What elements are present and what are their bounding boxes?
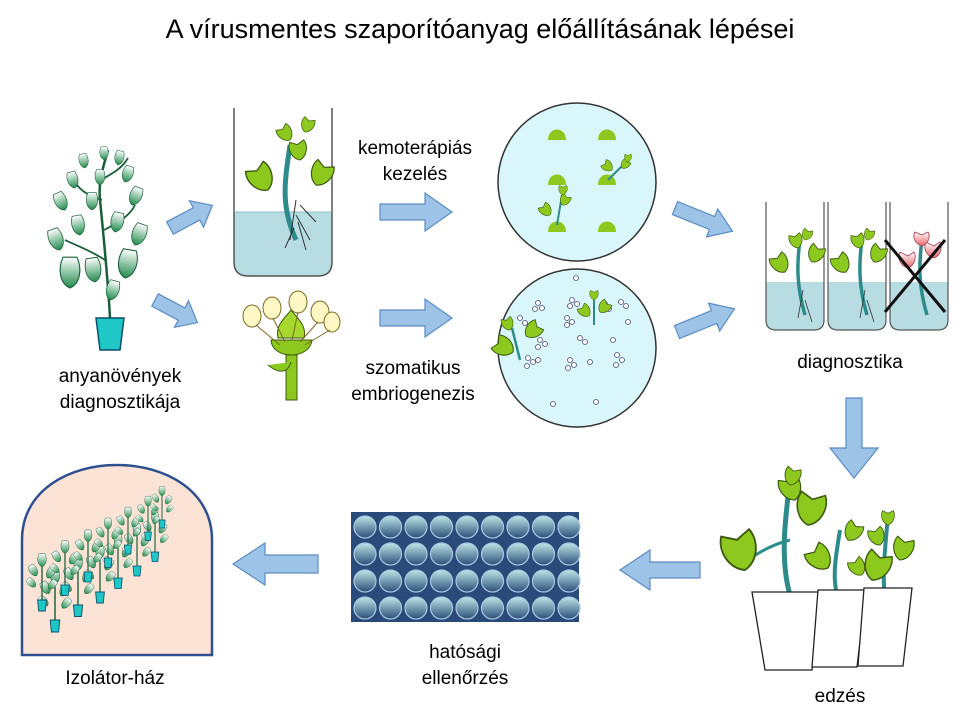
diagnostics-label: diagnosztika xyxy=(797,352,903,373)
well xyxy=(429,542,454,566)
somatic-label-line2: embriogenezis xyxy=(351,384,475,405)
well xyxy=(353,542,377,566)
well xyxy=(404,542,428,566)
well xyxy=(455,542,479,566)
well xyxy=(429,569,454,593)
well xyxy=(506,569,530,593)
well xyxy=(531,596,556,620)
hardening-label: edzés xyxy=(814,686,866,707)
somatic-label-line1: szomatikus xyxy=(365,358,461,379)
well xyxy=(557,542,581,566)
well xyxy=(531,569,556,593)
arrow-to-test-tube xyxy=(165,199,214,235)
page-title: A vírusmentes szaporítóanyag előállításá… xyxy=(165,14,795,44)
well xyxy=(353,569,377,593)
test-tube-icon xyxy=(765,202,828,331)
pot-icon xyxy=(95,317,125,351)
hardening-plants xyxy=(717,465,917,671)
chemotherapy-label: kemoterápiás kezelés xyxy=(335,136,495,188)
mother-plant-label: anyanövények diagnosztikája xyxy=(30,364,210,416)
isolator-label: Izolátor-ház xyxy=(65,668,165,689)
mother-plant-icon xyxy=(45,146,150,351)
official-control-label: hatósági ellenőrzés xyxy=(390,640,540,692)
well xyxy=(531,542,556,566)
arrow-to-flower xyxy=(150,293,199,329)
well xyxy=(557,569,581,593)
arrow-down xyxy=(828,397,880,479)
arrow-to-dish-top xyxy=(379,191,454,233)
mother-plant-label-line1: anyanövények xyxy=(58,366,182,387)
test-tube-icon xyxy=(827,202,890,331)
greenhouse-icon xyxy=(20,463,214,657)
well-plate-icon xyxy=(351,512,581,622)
somatic-embryogenesis-label: szomatikus embriogenezis xyxy=(328,356,498,408)
official-label-line2: ellenőrzés xyxy=(421,668,509,689)
arrow-to-isolator xyxy=(231,541,319,587)
well xyxy=(480,596,505,620)
well xyxy=(506,542,530,566)
well xyxy=(353,596,377,620)
arrow-to-well-plate xyxy=(618,548,701,592)
well xyxy=(429,596,454,620)
official-label-line1: hatósági xyxy=(429,642,501,663)
test-tube-icon xyxy=(883,202,949,331)
well xyxy=(480,515,505,539)
mother-plant-label-line2: diagnosztikája xyxy=(59,392,181,413)
well xyxy=(429,515,454,539)
arrow-to-diagnostics-top xyxy=(671,200,734,238)
arrow-to-dish-bottom xyxy=(379,297,454,339)
reject-cross-icon xyxy=(883,239,947,313)
test-tube-icon xyxy=(233,108,337,277)
well xyxy=(480,569,505,593)
well xyxy=(506,596,530,620)
well xyxy=(455,569,479,593)
well xyxy=(378,542,403,566)
well xyxy=(404,596,428,620)
chemotherapy-label-line2: kezelés xyxy=(382,164,448,185)
well xyxy=(455,596,479,620)
well xyxy=(404,569,428,593)
flower-icon xyxy=(242,290,341,401)
well xyxy=(506,515,530,539)
petri-dish-icon xyxy=(489,268,657,428)
pot-icon xyxy=(751,587,913,671)
arrow-to-diagnostics-bottom xyxy=(673,302,736,340)
chemotherapy-label-line1: kemoterápiás xyxy=(357,138,473,159)
well xyxy=(378,569,403,593)
well xyxy=(353,515,377,539)
well xyxy=(404,515,428,539)
well xyxy=(378,596,403,620)
well xyxy=(557,515,581,539)
well xyxy=(480,542,505,566)
petri-dish-icon xyxy=(497,102,657,262)
well xyxy=(455,515,479,539)
well xyxy=(531,515,556,539)
well xyxy=(557,596,581,620)
well xyxy=(378,515,403,539)
